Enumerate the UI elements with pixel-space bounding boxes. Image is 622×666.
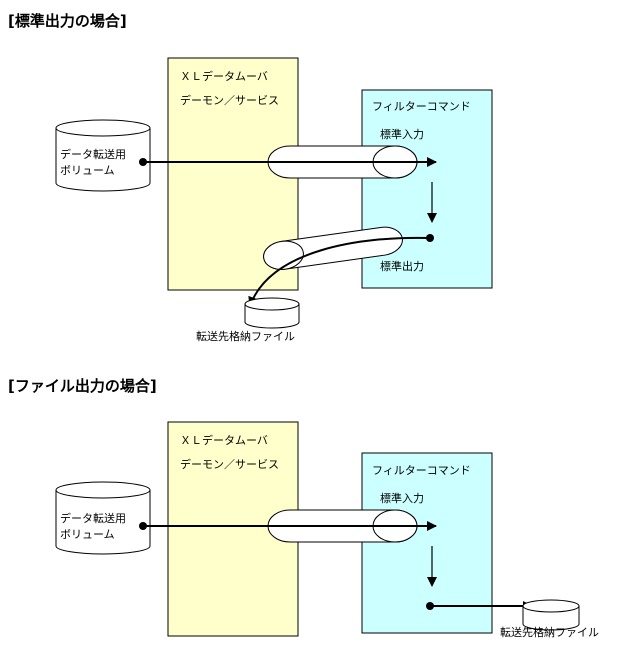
section1-diagram: ＸＬデータムーバ デーモン／サービス フィルターコマンド 標準入力 標準出力 デ… <box>55 57 493 343</box>
filter-box-title: フィルターコマンド <box>372 100 471 113</box>
volume-cylinder <box>55 119 151 192</box>
stdin-label-2: 標準入力 <box>380 491 424 505</box>
dest-file-label-2: 転送先格納ファイル <box>500 625 599 639</box>
xl-box-line1: ＸＬデータムーバ <box>180 69 268 83</box>
xl-box-2-line2: デーモン／サービス <box>180 457 279 471</box>
volume-cylinder-2 <box>55 481 151 555</box>
dest-file-cylinder-2 <box>522 599 580 631</box>
section2-diagram: ＸＬデータムーバ デーモン／サービス フィルターコマンド 標準入力 データ転送用… <box>55 421 599 639</box>
volume-label-line2: ボリューム <box>60 164 115 177</box>
filter-box-2-title: フィルターコマンド <box>372 464 471 477</box>
output-arrow <box>248 236 431 307</box>
volume-label-line1: データ転送用 <box>60 147 126 161</box>
stdout-label: 標準出力 <box>380 259 424 273</box>
xl-box-2-line1: ＸＬデータムーバ <box>180 433 268 447</box>
dest-file-label: 転送先格納ファイル <box>196 329 295 343</box>
volume-2-label-line1: データ転送用 <box>60 511 126 525</box>
xl-box-line2: デーモン／サービス <box>180 93 279 107</box>
section-title-stdout: [標準出力の場合] <box>8 12 127 30</box>
stdin-label: 標準入力 <box>380 127 424 141</box>
filter-command-box <box>361 89 493 289</box>
filter-command-box-2 <box>361 452 493 634</box>
dest-file-cylinder <box>244 297 300 329</box>
volume-2-label-line2: ボリューム <box>60 528 115 541</box>
section-title-file-output: [ファイル出力の場合] <box>8 377 157 395</box>
